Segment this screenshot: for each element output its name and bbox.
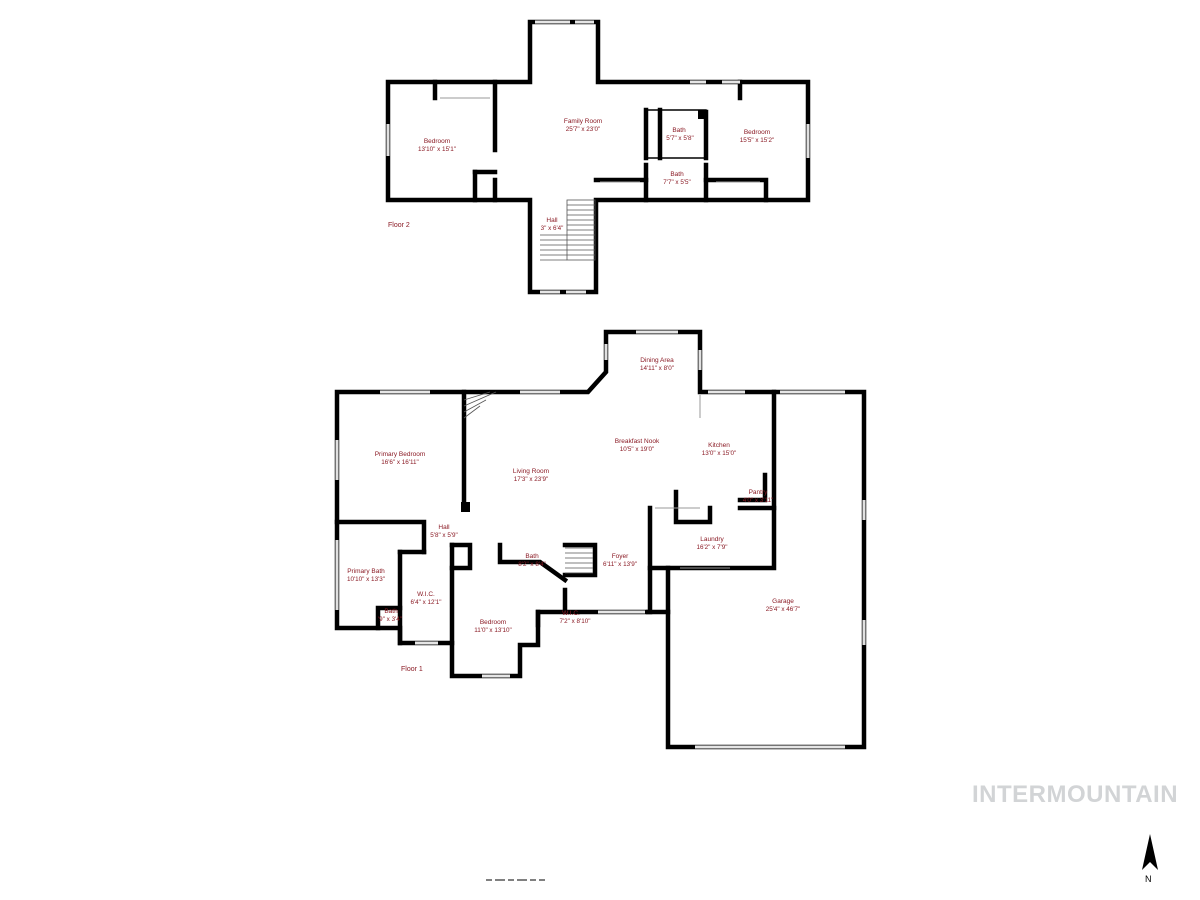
room-dimensions: '9" x 3'4": [378, 616, 402, 623]
room-dimensions: 15'5" x 15'2": [740, 137, 775, 144]
room-dimensions: 6'11" x 13'9": [603, 561, 637, 568]
room-name: Breakfast Nook: [615, 438, 660, 445]
floor-2-plan: Bedroom 13'10" x 15'1" Family Room 25'7"…: [385, 19, 811, 295]
floor-label: Floor 1: [401, 666, 423, 673]
floor-2-chimney-block: [698, 110, 708, 119]
room-name: Foyer: [612, 553, 629, 560]
room-name: Primary Bedroom: [375, 451, 426, 458]
room-dimensions: 25'4" x 46'7": [766, 606, 801, 613]
room-dimensions: 7'2" x 8'10": [559, 618, 590, 625]
room-name: Laundry: [700, 536, 724, 543]
floor-1-interior-wall: [375, 605, 403, 631]
floor-1-interior-wall: [449, 542, 473, 571]
floor-2-outer-walls: [385, 19, 811, 295]
floor-1-door: [655, 395, 730, 569]
room-dimensions: 5'7" x 5'8": [666, 135, 694, 142]
room-name: Pantry: [749, 489, 769, 496]
room-name: Garage: [772, 598, 794, 605]
floor-1-interior-wall: [562, 542, 598, 578]
floor-1-outer-walls: [334, 329, 777, 679]
room-name: Hall: [546, 217, 558, 224]
room-name: Primary Bath: [347, 568, 385, 575]
room-name: Dining Area: [640, 357, 674, 364]
floor-1-interior-wall: [535, 587, 568, 628]
room-name: Bath: [670, 171, 684, 178]
room-name: W.I.C.: [562, 610, 580, 617]
room-dimensions: 16'2" x 7'9": [696, 544, 727, 551]
room-dimensions: 7'7" x 5'5": [663, 179, 691, 186]
floor-label: Floor 2: [388, 222, 410, 229]
room-dimensions: 6'4" x 12'1": [410, 599, 441, 606]
room-dimensions: 14'11" x 8'0": [640, 365, 674, 372]
floor-1-interior-wall: [497, 542, 569, 584]
room-name: Bedroom: [480, 619, 506, 626]
room-name: Hall: [438, 524, 450, 531]
room-dimensions: 10'5" x 19'0": [620, 446, 655, 453]
floor-1-plan: Dining Area 14'11" x 8'0" Breakfast Nook…: [334, 329, 867, 750]
room-dimensions: 17'3" x 23'9": [514, 476, 549, 483]
room-dimensions: 13'10" x 15'1": [418, 146, 456, 153]
floor-2-door: [440, 97, 760, 183]
room-name: Bedroom: [744, 129, 770, 136]
floor-1-interior-wall: [334, 519, 427, 555]
room-name: Bath: [525, 553, 539, 560]
compass-north-label: N: [1145, 874, 1152, 884]
room-dimensions: 10'10" x 13'3": [347, 576, 385, 583]
floor-2-staircase: [540, 199, 596, 261]
floor-1-column: [461, 502, 470, 512]
room-name: W.I.C.: [417, 591, 435, 598]
room-dimensions: 3" x 6'4": [541, 225, 564, 232]
floor-1-interior-wall: [737, 472, 768, 503]
floor-2-bath-walls: [645, 109, 707, 159]
room-name: Kitchen: [708, 442, 730, 449]
room-dimensions: 11'0" x 13'10": [474, 627, 512, 634]
room-dimensions: 16'6" x 16'11": [381, 459, 419, 466]
room-name: Bath: [672, 127, 686, 134]
room-name: Living Room: [513, 468, 549, 475]
room-dimensions: 8'2" x 8'4": [518, 561, 546, 568]
watermark-logo: INTERMOUNTAIN: [972, 781, 1179, 808]
floor-1-staircase: [463, 391, 593, 574]
north-arrow-icon: [1142, 834, 1158, 870]
floor-1-interior-wall: [673, 489, 713, 525]
room-dimensions: 25'7" x 23'0": [566, 126, 601, 133]
room-dimensions: 13'0" x 15'0": [702, 450, 737, 457]
room-name: Family Room: [564, 118, 602, 125]
room-name: Bath: [384, 608, 398, 615]
room-name: Bedroom: [424, 138, 450, 145]
room-dimensions: 4'0" x 3'11": [743, 497, 774, 504]
floor-2-interior-wall: [703, 177, 769, 203]
room-dimensions: 5'8" x 5'9": [430, 532, 458, 539]
floor-1-window: [415, 641, 510, 678]
